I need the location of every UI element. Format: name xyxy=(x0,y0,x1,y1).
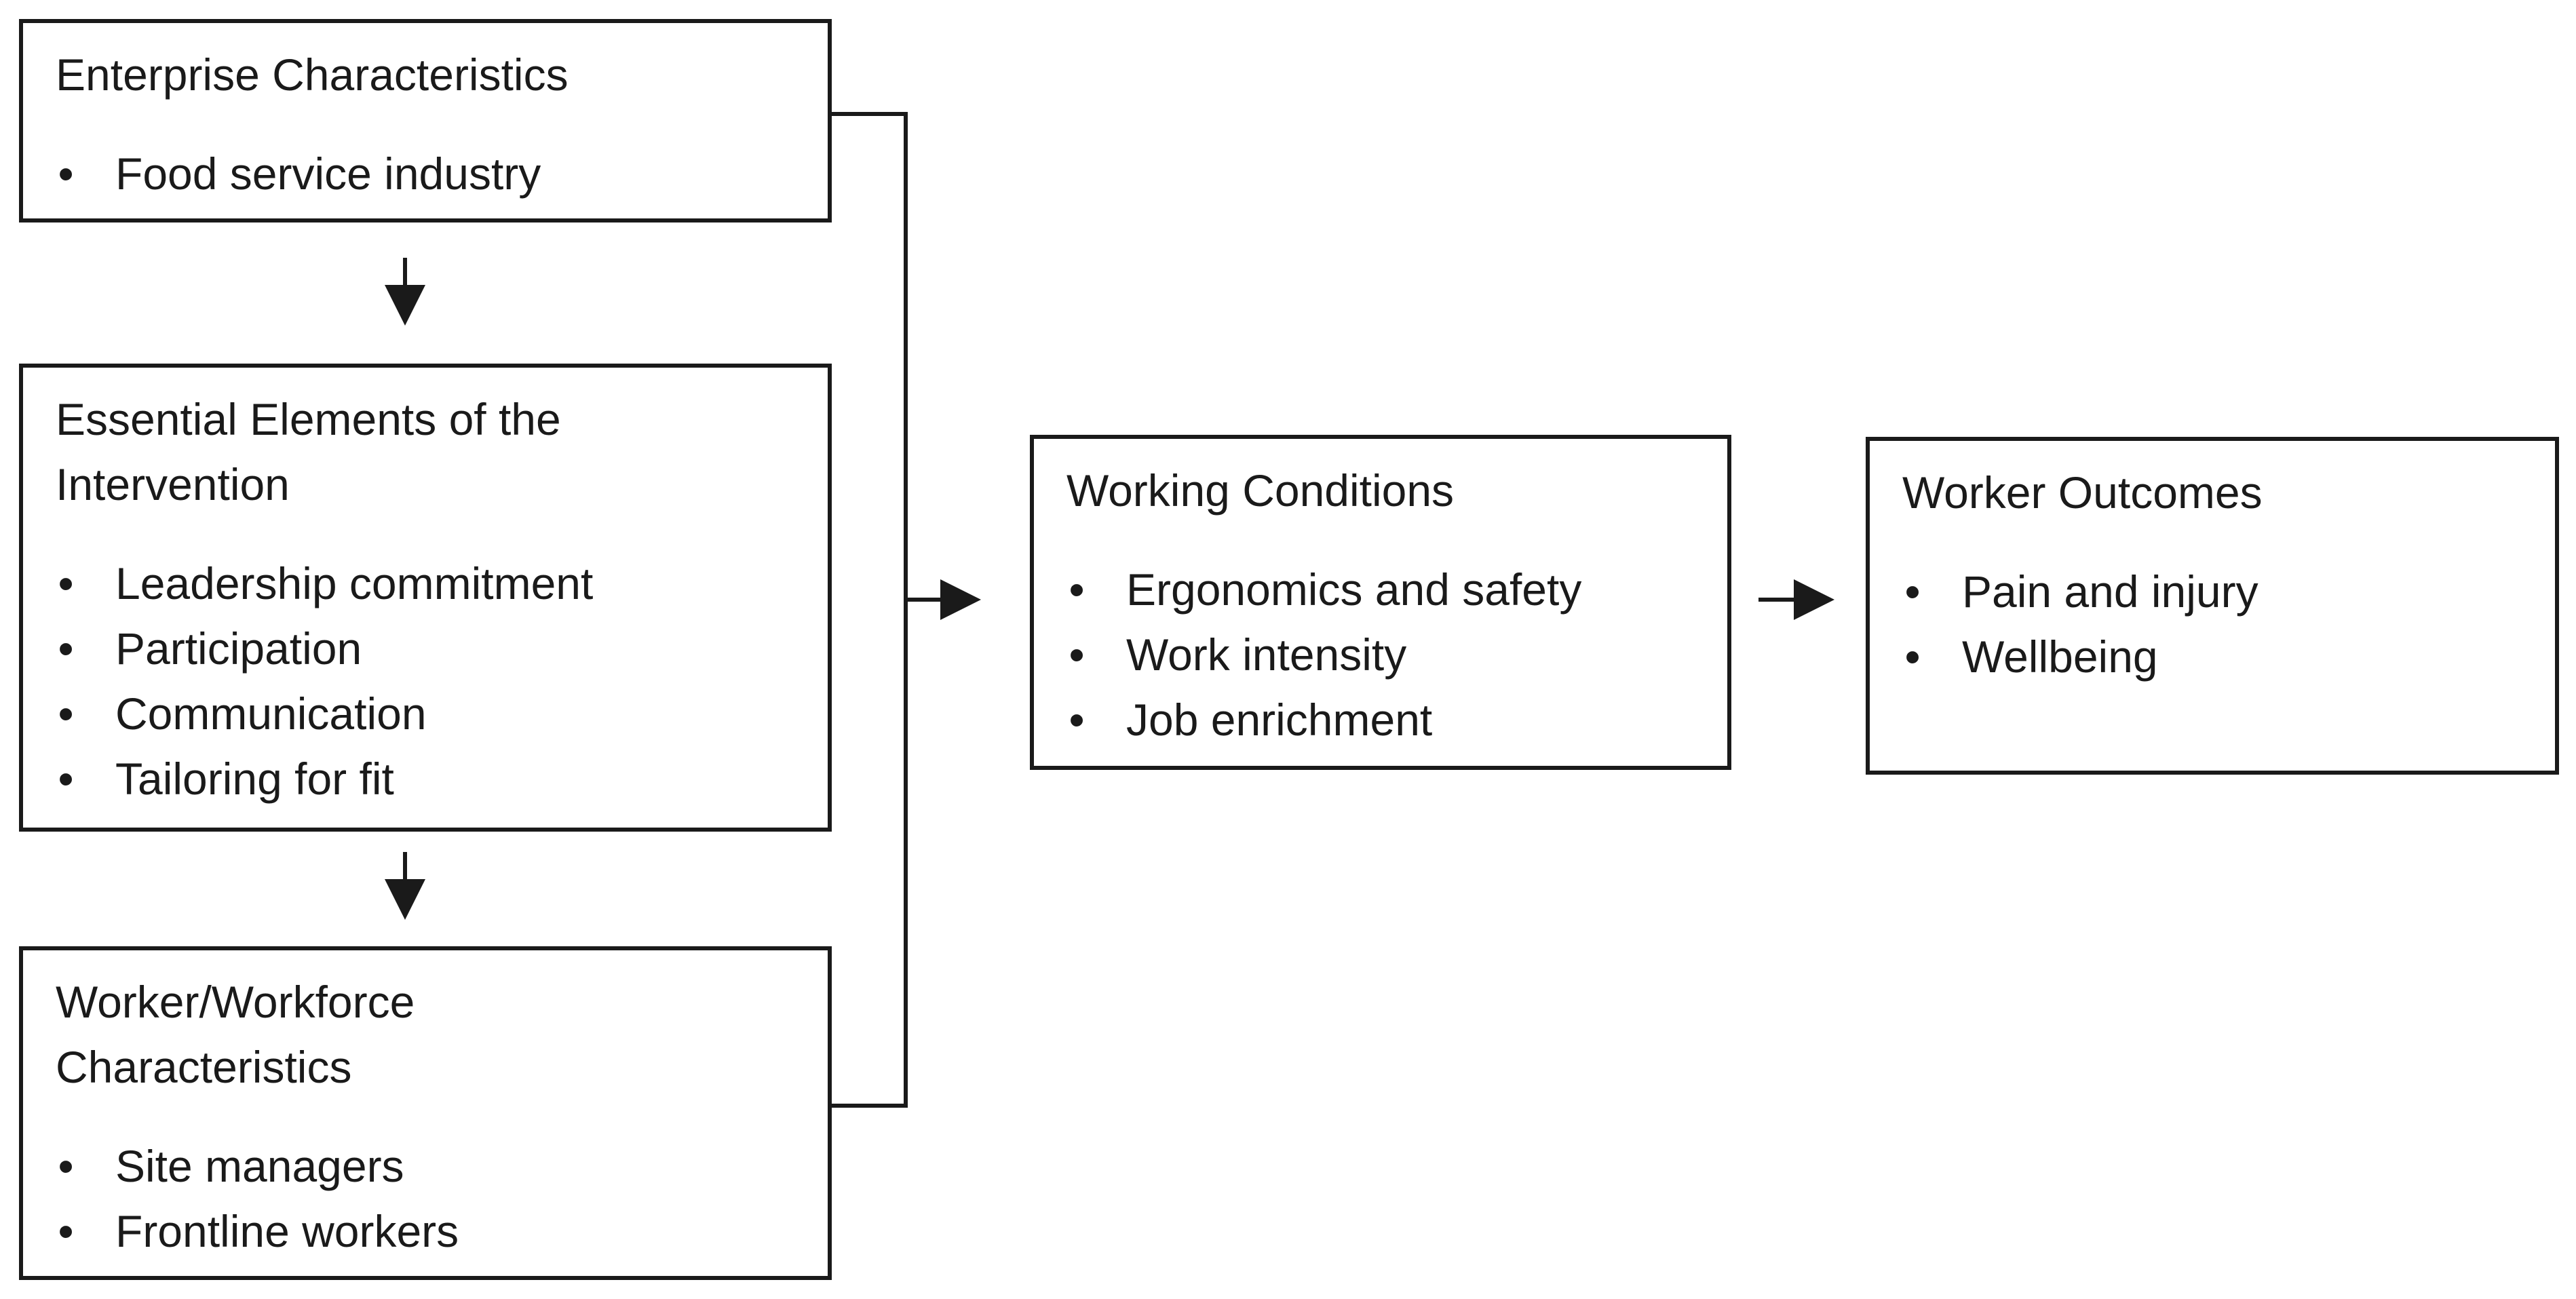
enterprise-characteristics-box: Enterprise Characteristics • Food servic… xyxy=(19,19,832,222)
bullet-icon: • xyxy=(58,623,74,674)
list-item-label: Job enrichment xyxy=(1126,695,1433,745)
enterprise-characteristics-title: Enterprise Characteristics xyxy=(56,50,569,100)
list-item-label: Wellbeing xyxy=(1962,632,2158,682)
list-item-label: Communication xyxy=(115,689,427,739)
worker-outcomes-box: Worker Outcomes • Pain and injury • Well… xyxy=(1866,437,2559,775)
list-item: • Job enrichment xyxy=(1066,687,1695,752)
bullet-icon: • xyxy=(1069,695,1085,745)
list-item-label: Frontline workers xyxy=(115,1206,459,1256)
workforce-characteristics-box: Worker/Workforce Characteristics • Site … xyxy=(19,946,832,1280)
workforce-characteristics-title-line1: Worker/Workforce xyxy=(56,977,415,1027)
bullet-icon: • xyxy=(58,754,74,804)
list-item: • Site managers xyxy=(56,1133,795,1199)
list-item-label: Participation xyxy=(115,623,362,674)
list-item: • Leadership commitment xyxy=(56,551,795,616)
bracket-line xyxy=(832,112,908,1108)
worker-outcomes-title: Worker Outcomes xyxy=(1902,467,2263,518)
bullet-icon: • xyxy=(1069,564,1085,615)
bullet-icon: • xyxy=(1904,632,1921,682)
working-conditions-box: Working Conditions • Ergonomics and safe… xyxy=(1030,435,1731,770)
list-item-label: Pain and injury xyxy=(1962,566,2258,617)
list-item-label: Ergonomics and safety xyxy=(1126,564,1582,615)
workforce-characteristics-title: Worker/Workforce Characteristics xyxy=(56,969,795,1100)
essential-elements-title-line2: Intervention xyxy=(56,459,290,509)
bullet-icon: • xyxy=(58,1206,74,1256)
workforce-characteristics-title-line2: Characteristics xyxy=(56,1042,352,1092)
bullet-icon: • xyxy=(58,149,74,199)
list-item: • Participation xyxy=(56,616,795,681)
list-item: • Tailoring for fit xyxy=(56,746,795,811)
list-item-label: Work intensity xyxy=(1126,629,1407,680)
list-item-label: Tailoring for fit xyxy=(115,754,394,804)
working-conditions-title: Working Conditions xyxy=(1066,465,1455,516)
list-item: • Work intensity xyxy=(1066,622,1695,687)
list-item-label: Site managers xyxy=(115,1141,404,1191)
list-item-label: Leadership commitment xyxy=(115,558,594,608)
enterprise-characteristics-list: • Food service industry xyxy=(56,141,795,206)
bullet-icon: • xyxy=(1904,566,1921,617)
working-conditions-list: • Ergonomics and safety • Work intensity… xyxy=(1066,557,1695,752)
essential-elements-box: Essential Elements of the Intervention •… xyxy=(19,364,832,832)
bullet-icon: • xyxy=(58,1141,74,1191)
list-item: • Communication xyxy=(56,681,795,746)
workforce-characteristics-list: • Site managers • Frontline workers xyxy=(56,1133,795,1264)
list-item: • Frontline workers xyxy=(56,1199,795,1264)
essential-elements-list: • Leadership commitment • Participation … xyxy=(56,551,795,811)
worker-outcomes-list: • Pain and injury • Wellbeing xyxy=(1902,559,2522,689)
list-item: • Pain and injury xyxy=(1902,559,2522,624)
essential-elements-title: Essential Elements of the Intervention xyxy=(56,387,795,517)
list-item-label: Food service industry xyxy=(115,149,541,199)
bullet-icon: • xyxy=(58,689,74,739)
list-item: • Food service industry xyxy=(56,141,795,206)
essential-elements-title-line1: Essential Elements of the xyxy=(56,394,561,444)
list-item: • Wellbeing xyxy=(1902,624,2522,689)
bullet-icon: • xyxy=(1069,629,1085,680)
list-item: • Ergonomics and safety xyxy=(1066,557,1695,622)
bullet-icon: • xyxy=(58,558,74,608)
